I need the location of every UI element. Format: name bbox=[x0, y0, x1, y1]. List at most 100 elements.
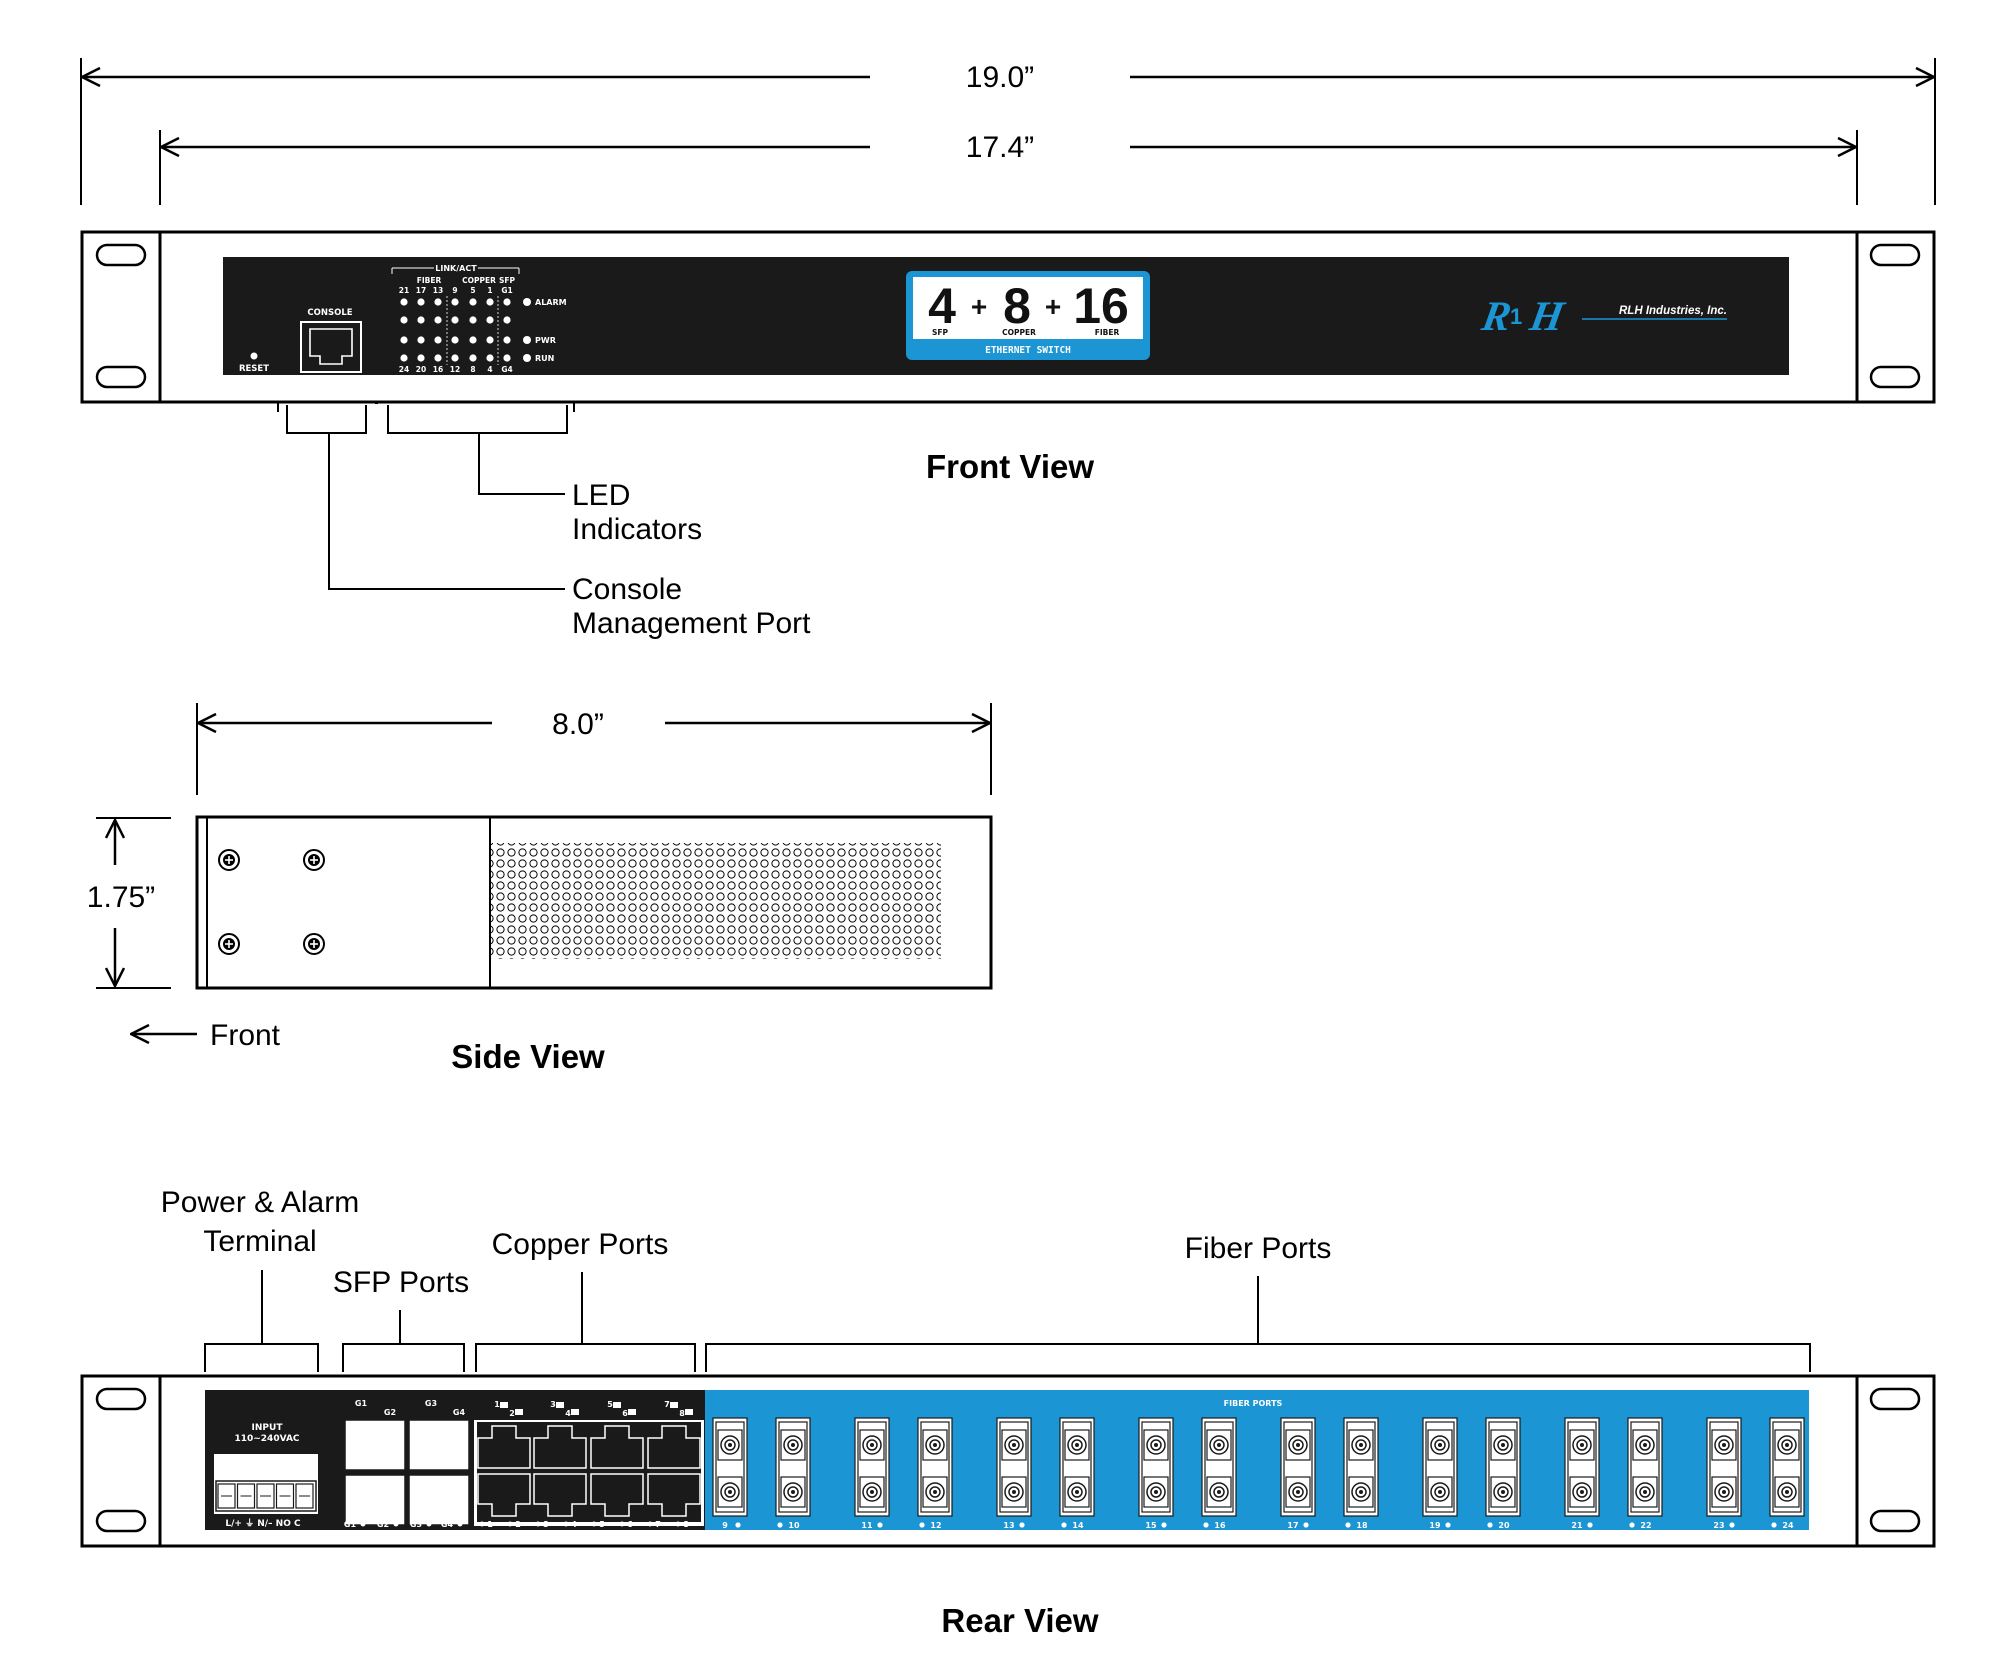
sfp-port[interactable] bbox=[344, 1474, 406, 1526]
led-indicators-callout-line1: LED bbox=[572, 479, 630, 512]
side-chassis bbox=[195, 815, 993, 990]
fiber-port-number: 13 bbox=[1003, 1521, 1014, 1530]
dimension-depth: 8.0” bbox=[196, 703, 992, 795]
copper-bottom-number: 8 bbox=[683, 1520, 689, 1529]
sfp-port[interactable] bbox=[344, 1419, 406, 1471]
fiber-port[interactable] bbox=[854, 1417, 890, 1517]
port-led bbox=[451, 336, 459, 344]
copper-rj45-port[interactable] bbox=[477, 1473, 531, 1517]
port-led bbox=[469, 354, 477, 362]
port-led bbox=[486, 316, 494, 324]
copper-rj45-port[interactable] bbox=[590, 1425, 644, 1469]
port-led bbox=[486, 336, 494, 344]
led-number-top: G1 bbox=[501, 286, 512, 295]
fiber-port[interactable] bbox=[1201, 1417, 1237, 1517]
sfp-led bbox=[457, 1521, 463, 1527]
console-rj45-port[interactable] bbox=[300, 321, 362, 373]
fiber-port[interactable] bbox=[1627, 1417, 1663, 1517]
side-screws bbox=[218, 849, 325, 955]
fiber-port-number: 14 bbox=[1072, 1521, 1084, 1530]
fiber-port-number: 12 bbox=[930, 1521, 941, 1530]
copper-callout: Copper Ports bbox=[492, 1228, 669, 1261]
logo-number-4: 4 bbox=[928, 278, 956, 334]
led-number-bottom: 8 bbox=[470, 365, 475, 374]
fiber-port[interactable] bbox=[712, 1417, 748, 1517]
fiber-port-number: 10 bbox=[788, 1521, 800, 1530]
copper-bottom-number: 4 bbox=[571, 1520, 577, 1529]
led-number-bottom: 20 bbox=[416, 365, 426, 374]
logo-sub-sfp: SFP bbox=[932, 328, 949, 337]
product-logo: 4 + 8 + 16 SFP COPPER FIBER ETHERNET SWI… bbox=[906, 271, 1150, 360]
copper-led bbox=[507, 1521, 513, 1527]
fiber-port[interactable] bbox=[1769, 1417, 1805, 1517]
copper-bottom-number: 1 bbox=[487, 1520, 493, 1529]
sfp-port[interactable] bbox=[408, 1474, 470, 1526]
rear-panel: INPUT 110~240VAC L/+ ⏚ N/– NO C G1G2G3G4… bbox=[205, 1390, 1809, 1530]
rack-slot-icon bbox=[95, 1387, 147, 1411]
copper-rj45-port[interactable] bbox=[647, 1425, 701, 1469]
led-number-top: 1 bbox=[487, 286, 492, 295]
sfp-top-label: G2 bbox=[384, 1408, 396, 1417]
led-number-bottom: G4 bbox=[501, 365, 512, 374]
fiber-port[interactable] bbox=[1706, 1417, 1742, 1517]
dimension-panel-width: 17.4” bbox=[159, 130, 1858, 205]
fiber-port-number: 20 bbox=[1498, 1521, 1510, 1530]
port-direction-icon bbox=[670, 1402, 678, 1408]
alarm-led-label: ALARM bbox=[535, 298, 567, 307]
fiber-port[interactable] bbox=[1485, 1417, 1521, 1517]
fiber-port[interactable] bbox=[917, 1417, 953, 1517]
power-alarm-terminal[interactable] bbox=[214, 1454, 318, 1514]
port-led bbox=[417, 298, 425, 306]
ventilation-holes bbox=[491, 843, 941, 959]
port-direction-icon bbox=[685, 1409, 693, 1415]
logo-number-16: 16 bbox=[1073, 278, 1129, 334]
height-label: 1.75” bbox=[87, 881, 155, 914]
port-direction-icon bbox=[571, 1409, 579, 1415]
led-number-top: 5 bbox=[470, 286, 475, 295]
port-direction-icon bbox=[556, 1402, 564, 1408]
fiber-port[interactable] bbox=[1564, 1417, 1600, 1517]
sfp-led bbox=[360, 1521, 366, 1527]
reset-button[interactable] bbox=[250, 352, 258, 360]
fiber-led bbox=[1345, 1522, 1351, 1528]
copper-bottom-number: 7 bbox=[655, 1520, 661, 1529]
copper-rj45-port[interactable] bbox=[590, 1473, 644, 1517]
sfp-top-label: G3 bbox=[425, 1399, 437, 1408]
led-number-top: 9 bbox=[452, 286, 457, 295]
led-number-top: 13 bbox=[433, 286, 443, 295]
fiber-port-number: 21 bbox=[1571, 1521, 1583, 1530]
led-number-bottom: 24 bbox=[399, 365, 409, 374]
sfp-bottom-label: G3 bbox=[410, 1520, 422, 1529]
port-led bbox=[417, 316, 425, 324]
port-direction-icon bbox=[613, 1402, 621, 1408]
copper-bottom-number: 3 bbox=[543, 1520, 549, 1529]
copper-rj45-port[interactable] bbox=[533, 1473, 587, 1517]
copper-rj45-port[interactable] bbox=[533, 1425, 587, 1469]
copper-top-number: 6 bbox=[622, 1409, 628, 1418]
fiber-port-number: 17 bbox=[1287, 1521, 1298, 1530]
fiber-port[interactable] bbox=[775, 1417, 811, 1517]
fiber-port[interactable] bbox=[1059, 1417, 1095, 1517]
fiber-port[interactable] bbox=[996, 1417, 1032, 1517]
fiber-port[interactable] bbox=[1280, 1417, 1316, 1517]
sfp-bottom-label: G1 bbox=[344, 1520, 357, 1529]
input-label-line2: 110~240VAC bbox=[234, 1434, 299, 1444]
sfp-port[interactable] bbox=[408, 1419, 470, 1471]
rack-slot-icon bbox=[1869, 243, 1921, 267]
copper-rj45-port[interactable] bbox=[477, 1425, 531, 1469]
sfp-bottom-label: G2 bbox=[377, 1520, 389, 1529]
brand-name: RLH Industries, Inc. bbox=[1619, 305, 1727, 317]
fiber-port[interactable] bbox=[1422, 1417, 1458, 1517]
rear-callout-leaders bbox=[204, 1270, 1811, 1380]
fiber-port[interactable] bbox=[1138, 1417, 1174, 1517]
fiber-led bbox=[1161, 1522, 1167, 1528]
screw-icon bbox=[303, 849, 325, 871]
fiber-port[interactable] bbox=[1343, 1417, 1379, 1517]
port-led bbox=[434, 354, 442, 362]
fiber-callout: Fiber Ports bbox=[1185, 1232, 1332, 1265]
port-direction-icon bbox=[500, 1402, 508, 1408]
copper-rj45-port[interactable] bbox=[647, 1473, 701, 1517]
